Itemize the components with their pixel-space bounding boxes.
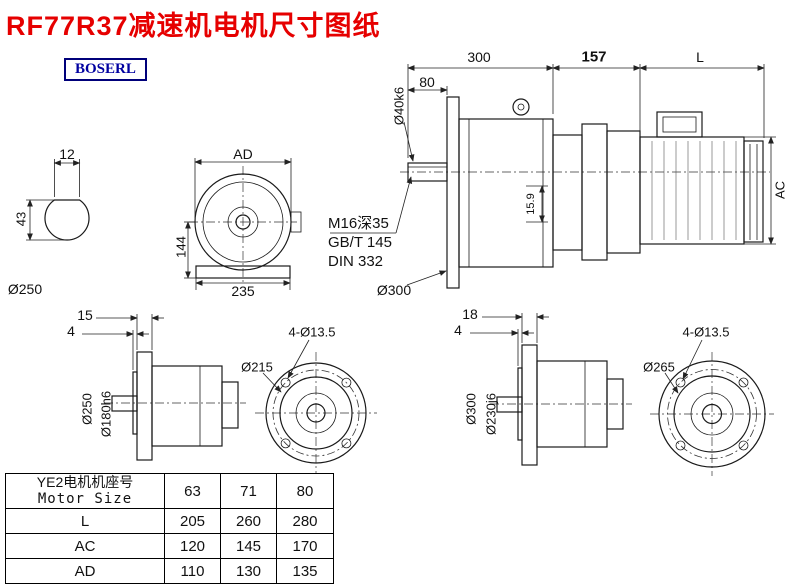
table-size-63: 63 — [164, 473, 221, 509]
cell-ad-63: 110 — [164, 558, 221, 584]
cell-l-71: 260 — [220, 508, 277, 534]
cell-ad-80: 135 — [276, 558, 334, 584]
dim-label-br-4: 4 — [454, 322, 462, 338]
dim-label-bl-15: 15 — [77, 307, 93, 323]
dim-label-shaft-height: 43 — [13, 211, 29, 227]
dim-label-br-bolt-circle: Ø265 — [643, 359, 675, 375]
cell-l-63: 205 — [164, 508, 221, 534]
dim-label-ac: AC — [772, 180, 788, 200]
table-header-en: Motor Size — [37, 491, 133, 507]
dim-label-80: 80 — [419, 74, 435, 90]
dim-label-300: 300 — [467, 49, 491, 65]
dim-label-bl-outer-dia: Ø250 — [79, 393, 95, 425]
gearbox-front-view — [184, 158, 302, 290]
table-row: L 205 260 280 — [5, 508, 334, 534]
dim-label-br-outer-dia: Ø300 — [463, 393, 479, 425]
tapped-hole-note-line1: M16深35 — [328, 215, 389, 232]
table-header-cn: YE2电机机座号 — [36, 474, 134, 490]
dim-label-flange-300: Ø300 — [376, 282, 412, 298]
tapped-hole-note: M16深35 GB/T 145 DIN 332 — [328, 214, 392, 271]
tapped-hole-note-line3: DIN 332 — [328, 253, 384, 270]
motor-fins — [651, 141, 737, 240]
table-header-motor-size: YE2电机机座号 Motor Size — [5, 473, 165, 509]
cell-ac-80: 170 — [276, 533, 334, 559]
dim-label-l: L — [696, 49, 704, 65]
flange-side-view-small — [82, 314, 246, 461]
tapped-hole-note-line2: GB/T 145 — [328, 234, 392, 251]
table-row: AC 120 145 170 — [5, 533, 334, 559]
row-label-ad: AD — [5, 558, 165, 584]
dim-label-ad: AD — [233, 146, 253, 162]
dim-label-144: 144 — [173, 236, 189, 258]
shaft-cross-section-view — [26, 159, 90, 241]
dim-label-shaft-dia: Ø40k6 — [391, 86, 407, 126]
dim-label-key-height: 15.9 — [525, 193, 537, 215]
flange-side-view-large — [470, 313, 632, 466]
dim-label-235: 235 — [231, 283, 255, 299]
row-label-ac: AC — [5, 533, 165, 559]
main-assembly-side-view — [330, 64, 776, 289]
brand-logo: BOSERL — [64, 58, 147, 81]
dim-label-br-bolt-holes: 4-Ø13.5 — [682, 324, 730, 340]
cell-ad-71: 130 — [220, 558, 277, 584]
table-size-71: 71 — [220, 473, 277, 509]
dim-label-bl-bolt-holes: 4-Ø13.5 — [288, 324, 336, 340]
dim-label-157: 157 — [581, 48, 607, 66]
flange-front-view-small — [255, 339, 377, 474]
table-row: AD 110 130 135 — [5, 558, 334, 584]
dim-label-bl-4: 4 — [67, 323, 75, 339]
cell-ac-71: 145 — [220, 533, 277, 559]
dim-label-bl-bolt-circle: Ø215 — [241, 359, 273, 375]
cell-ac-63: 120 — [164, 533, 221, 559]
cell-l-80: 280 — [276, 508, 334, 534]
row-label-l: L — [5, 508, 165, 534]
dim-label-key-width: 12 — [59, 146, 75, 162]
dim-label-bl-spigot-dia: Ø180h6 — [98, 390, 114, 438]
page-title: RF77R37减速机电机尺寸图纸 — [6, 11, 381, 41]
table-header-row: YE2电机机座号 Motor Size 63 71 80 — [5, 473, 334, 509]
flange-front-view-large — [650, 339, 774, 476]
motor-size-table: YE2电机机座号 Motor Size 63 71 80 L 205 260 2… — [5, 473, 334, 584]
dim-label-dia-250: Ø250 — [7, 281, 43, 297]
dim-label-br-18: 18 — [462, 306, 478, 322]
dim-label-br-spigot-dia: Ø230j6 — [483, 393, 499, 435]
table-size-80: 80 — [276, 473, 334, 509]
